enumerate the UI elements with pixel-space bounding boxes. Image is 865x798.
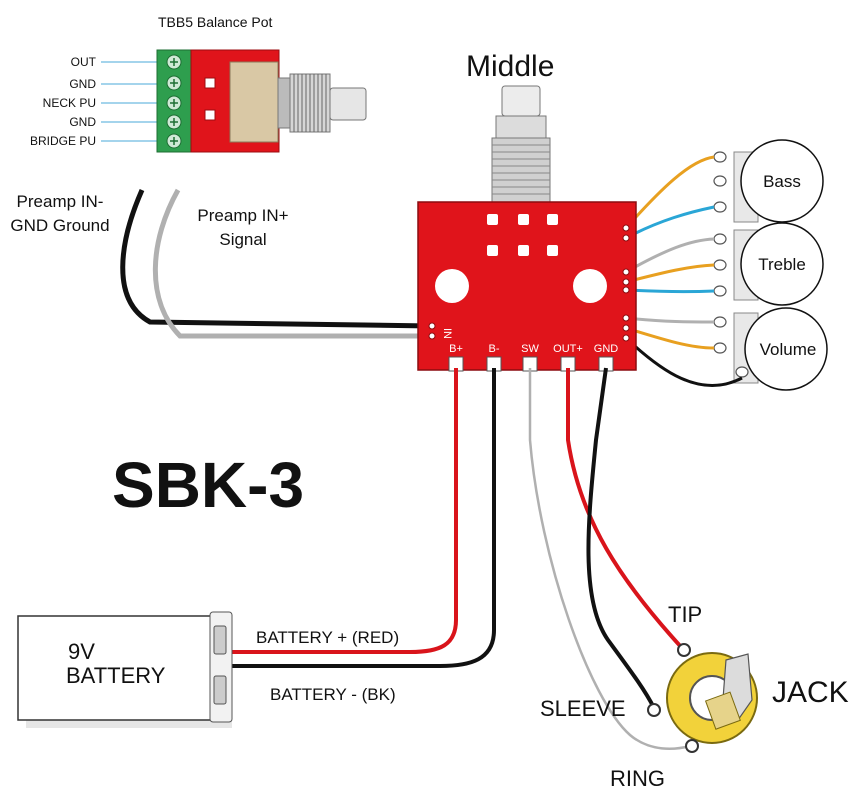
wire-preamp-in-plus bbox=[152, 188, 432, 339]
board-pin-b-minus: B- bbox=[489, 343, 500, 355]
jack-sleeve-lug bbox=[647, 703, 661, 717]
balance-pot: TBB5 Balance Pot OUT GND NECK PU GND BRI… bbox=[30, 14, 367, 153]
balance-pot-leader-lines bbox=[101, 61, 158, 142]
balance-pot-shaft-threads bbox=[289, 73, 331, 133]
knob-volume: Volume bbox=[733, 307, 828, 391]
middle-pot: Middle bbox=[466, 50, 554, 203]
preamp-in-plus-line2: Signal bbox=[219, 230, 266, 249]
preamp-in-minus-line2: GND Ground bbox=[10, 216, 109, 235]
balance-pot-title: TBB5 Balance Pot bbox=[158, 14, 273, 30]
wire-preamp-in-minus bbox=[120, 188, 433, 329]
balance-pot-shaft-tip bbox=[329, 87, 367, 121]
wire-switch-ring bbox=[528, 368, 691, 750]
jack-ring-lug bbox=[685, 739, 699, 753]
knob-volume-label: Volume bbox=[760, 340, 817, 359]
preamp-in-minus-line1: Preamp IN- bbox=[17, 192, 104, 211]
knob-lugs bbox=[713, 151, 749, 378]
wire-battery-plus bbox=[225, 368, 458, 654]
wire-ground-sleeve bbox=[586, 367, 656, 709]
jack-tip-label: TIP bbox=[668, 602, 702, 627]
jack-label: JACK bbox=[772, 676, 849, 709]
balance-pot-pin-neck-pu: NECK PU bbox=[43, 96, 96, 110]
knob-treble-label: Treble bbox=[758, 255, 806, 274]
board-bottom-terminals bbox=[448, 356, 614, 372]
sbk3-board: IN B+ B- SW OUT+ GND bbox=[417, 201, 637, 372]
battery: 9V BATTERY bbox=[17, 611, 233, 728]
knob-bass: Bass bbox=[733, 139, 824, 223]
wire-output-tip bbox=[566, 368, 684, 650]
jack-sleeve-label: SLEEVE bbox=[540, 696, 626, 721]
balance-pot-pin-gnd-2: GND bbox=[69, 115, 96, 129]
board-pin-gnd: GND bbox=[594, 343, 619, 355]
balance-pot-pin-gnd-1: GND bbox=[69, 77, 96, 91]
middle-pot-label: Middle bbox=[466, 50, 554, 83]
output-jack bbox=[647, 643, 758, 753]
knob-treble: Treble bbox=[733, 222, 824, 306]
preamp-in-plus-line1: Preamp IN+ bbox=[197, 206, 288, 225]
middle-pot-threads bbox=[491, 137, 551, 203]
battery-label-line1: 9V bbox=[68, 639, 95, 664]
battery-body bbox=[17, 615, 225, 721]
board-pin-sw: SW bbox=[521, 343, 539, 355]
battery-label-line2: BATTERY bbox=[66, 663, 166, 688]
balance-pot-pin-out: OUT bbox=[71, 55, 97, 69]
board-holes bbox=[435, 214, 607, 303]
jack-tip-lug bbox=[677, 643, 691, 657]
board-side-pads bbox=[428, 224, 630, 342]
battery-plus-label: BATTERY + (RED) bbox=[256, 628, 399, 647]
diagram-title: SBK-3 bbox=[112, 449, 304, 521]
jack-ring-label: RING bbox=[610, 766, 665, 791]
board-input-pin-label: IN bbox=[441, 328, 453, 339]
knob-bass-label: Bass bbox=[763, 172, 801, 191]
wire-battery-minus bbox=[225, 368, 496, 668]
board-pin-b-plus: B+ bbox=[449, 343, 463, 355]
board-pin-out-plus: OUT+ bbox=[553, 343, 583, 355]
battery-minus-label: BATTERY - (BK) bbox=[270, 685, 396, 704]
balance-pot-pin-bridge-pu: BRIDGE PU bbox=[30, 134, 96, 148]
balance-pot-body bbox=[229, 61, 279, 143]
